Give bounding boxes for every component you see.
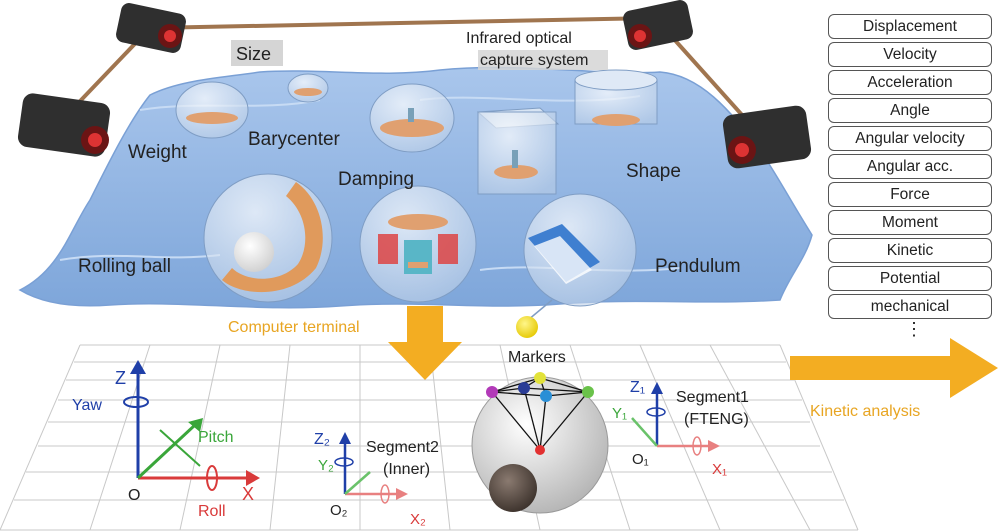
parameter-list-more: ⋮	[905, 319, 923, 339]
computer-terminal-arrow	[388, 306, 462, 380]
marker-dot	[582, 386, 594, 398]
device-size-small	[287, 73, 329, 103]
axis-label-y1: Y₁	[612, 405, 627, 422]
label-weight: Weight	[128, 142, 188, 163]
label-shape: Shape	[626, 161, 681, 182]
axis-label-y2: Y₂	[318, 457, 334, 474]
axis-label-pitch: Pitch	[198, 429, 234, 446]
parameter-item: Force	[828, 182, 992, 207]
marker-dot	[540, 390, 552, 402]
global-axes	[123, 360, 260, 491]
label-segment2-line1: Segment2	[366, 439, 439, 456]
label-pendulum: Pendulum	[655, 256, 741, 277]
label-rolling-ball: Rolling ball	[78, 256, 171, 277]
axis-label-o1: O₁	[632, 451, 649, 468]
parameter-item: mechanical	[828, 294, 992, 319]
label-segment1-line2: (FTENG)	[684, 411, 749, 428]
axis-label-z1: Z₁	[630, 379, 645, 396]
marker-dot	[518, 382, 530, 394]
axis-label-x: X	[242, 484, 254, 504]
parameter-item: Acceleration	[828, 70, 992, 95]
label-size: Size	[236, 44, 271, 64]
camera-top-left	[116, 3, 186, 53]
segment1-axes	[631, 382, 720, 456]
label-markers: Markers	[508, 349, 566, 366]
axis-label-x2: X₂	[410, 511, 426, 528]
axis-label-o: O	[128, 487, 140, 504]
label-kinetic-analysis: Kinetic analysis	[810, 403, 920, 420]
label-infrared-line1: Infrared optical	[466, 30, 572, 47]
parameter-item: Moment	[828, 210, 992, 235]
axis-label-z: Z	[115, 368, 126, 388]
marker-dot	[486, 386, 498, 398]
axis-label-o2: O₂	[330, 502, 348, 519]
device-rolling-ball	[203, 173, 333, 303]
parameter-item: Kinetic	[828, 238, 992, 263]
marker-dot	[535, 445, 545, 455]
label-segment1-line1: Segment1	[676, 389, 749, 406]
parameter-item: Velocity	[828, 42, 992, 67]
axis-label-yaw: Yaw	[72, 397, 102, 414]
axis-label-z2: Z₂	[314, 431, 330, 448]
parameter-item: Angular velocity	[828, 126, 992, 151]
device-pendulum	[523, 193, 637, 321]
device-weight	[175, 81, 249, 139]
device-shape-cube	[476, 107, 560, 195]
label-computer-terminal: Computer terminal	[228, 319, 360, 336]
label-segment2-line2: (Inner)	[383, 461, 430, 478]
device-damping	[359, 185, 477, 303]
segment2-axes	[334, 432, 408, 504]
parameter-item: Displacement	[828, 14, 992, 39]
label-damping: Damping	[338, 169, 414, 190]
marker-ball-yellow	[516, 316, 538, 338]
device-shape-cylinder	[574, 69, 658, 126]
label-barycenter: Barycenter	[248, 129, 341, 150]
floor-grid	[0, 344, 859, 531]
camera-left	[17, 93, 111, 157]
segmentation-sphere	[471, 372, 609, 514]
axis-label-roll: Roll	[198, 503, 226, 520]
device-barycenter	[369, 83, 455, 153]
parameter-item: Potential	[828, 266, 992, 291]
label-infrared-line2: capture system	[480, 52, 588, 69]
axis-label-x1: X₁	[712, 461, 727, 478]
camera-right	[722, 105, 812, 169]
kinetic-analysis-arrow	[790, 338, 998, 398]
parameter-item: Angle	[828, 98, 992, 123]
camera-top-right	[623, 0, 693, 50]
size-tag-bg	[231, 40, 283, 66]
parameter-item: Angular acc.	[828, 154, 992, 179]
marker-dot	[534, 372, 546, 384]
infrared-tag-bg	[478, 50, 608, 70]
